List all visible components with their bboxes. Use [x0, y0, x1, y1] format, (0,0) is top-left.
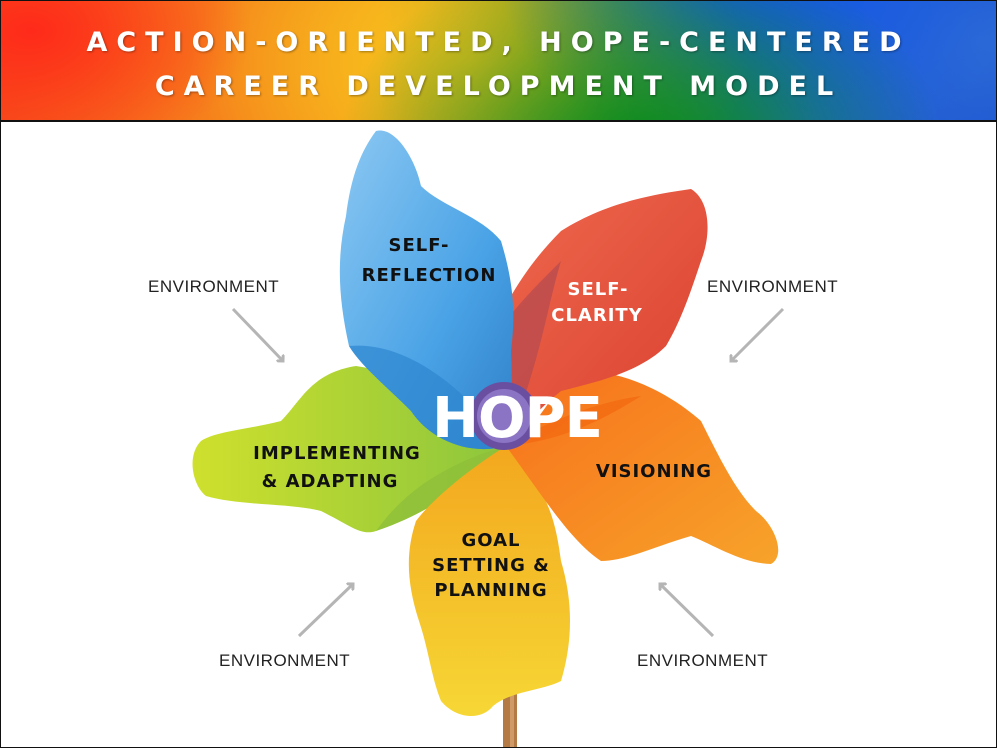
arrow-bottom-right — [660, 584, 715, 638]
environment-label-bottom-right: ENVIRONMENT — [637, 651, 769, 670]
title-line-1: ACTION-ORIENTED, HOPE-CENTERED — [86, 27, 911, 58]
arrow-bottom-left — [297, 584, 353, 638]
label-self-clarity-1: SELF- — [568, 279, 629, 300]
title-banner: ACTION-ORIENTED, HOPE-CENTERED CAREER DE… — [1, 1, 996, 122]
label-implementing-2: & ADAPTING — [262, 471, 399, 492]
label-self-reflection-1: SELF- — [389, 235, 450, 256]
blade-goal-setting-planning — [408, 446, 570, 717]
arrow-top-right — [731, 307, 785, 361]
label-self-reflection-2: REFLECTION — [362, 265, 497, 286]
label-self-clarity-2: CLARITY — [551, 305, 642, 326]
title-line-2: CAREER DEVELOPMENT MODEL — [154, 71, 843, 102]
label-implementing-1: IMPLEMENTING — [253, 443, 421, 464]
blade-self-clarity — [472, 189, 708, 446]
label-visioning: VISIONING — [596, 461, 712, 482]
environment-label-top-left: ENVIRONMENT — [148, 277, 280, 296]
environment-label-bottom-left: ENVIRONMENT — [219, 651, 351, 670]
label-goal-2: SETTING & — [432, 555, 550, 576]
label-goal-3: PLANNING — [434, 580, 547, 601]
environment-label-top-right: ENVIRONMENT — [707, 277, 839, 296]
label-goal-1: GOAL — [462, 530, 521, 551]
hope-center-label: HOPE — [432, 386, 602, 451]
arrow-top-left — [231, 307, 283, 361]
